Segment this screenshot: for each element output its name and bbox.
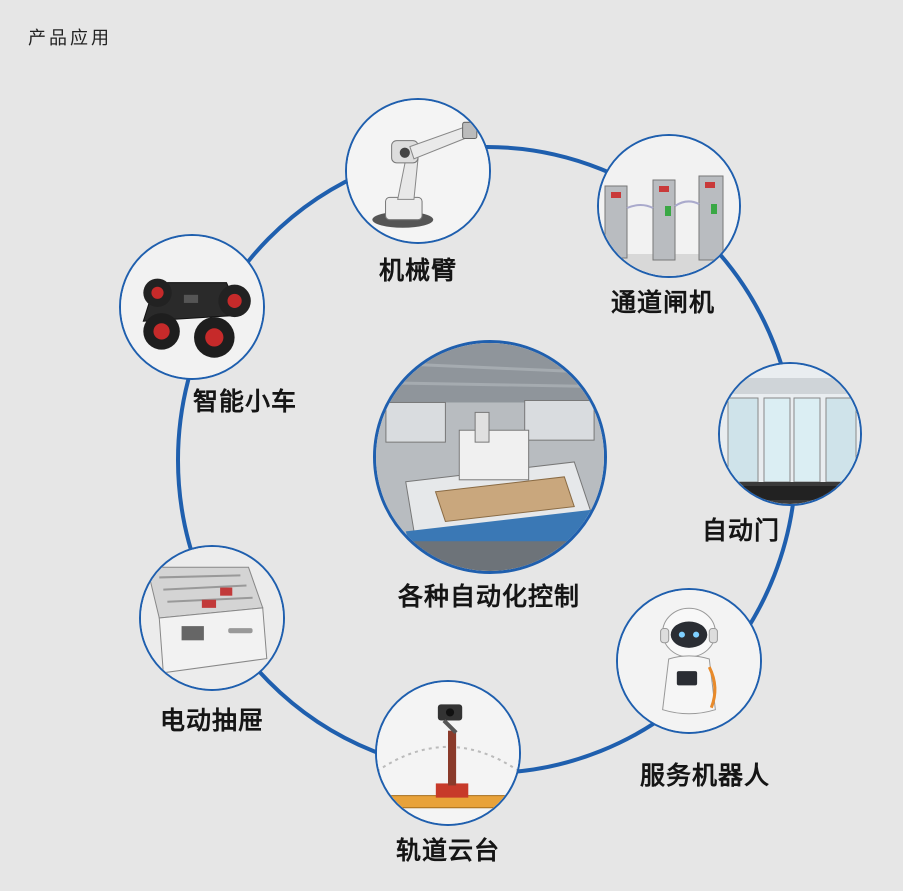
- automatic-door-node: [718, 362, 862, 506]
- robotic-arm-node: [345, 98, 491, 244]
- service-robot-node: [616, 588, 762, 734]
- track-gimbal-label: 轨道云台: [395, 836, 501, 865]
- page-title: 产品应用: [28, 28, 112, 49]
- cnc-factory-icon: [376, 343, 604, 571]
- track-gimbal-node: [375, 680, 521, 826]
- robotic-arm-icon: [347, 100, 489, 242]
- automation-control-label: 各种自动化控制: [397, 582, 581, 611]
- electric-drawer-icon: [141, 547, 283, 689]
- track-gimbal-icon: [377, 682, 519, 824]
- electric-drawer-node: [139, 545, 285, 691]
- smart-car-icon: [121, 236, 263, 378]
- service-robot-icon: [618, 590, 760, 732]
- service-robot-label: 服务机器人: [639, 761, 771, 790]
- turnstile-gate-label: 通道闸机: [610, 288, 716, 317]
- turnstile-gate-icon: [599, 136, 739, 276]
- automation-control-node: [373, 340, 607, 574]
- smart-car-node: [119, 234, 265, 380]
- robotic-arm-label: 机械臂: [378, 256, 458, 285]
- smart-car-label: 智能小车: [192, 387, 298, 416]
- turnstile-gate-node: [597, 134, 741, 278]
- automatic-door-label: 自动门: [701, 516, 781, 545]
- electric-drawer-label: 电动抽屉: [159, 706, 265, 735]
- automatic-door-icon: [720, 364, 860, 504]
